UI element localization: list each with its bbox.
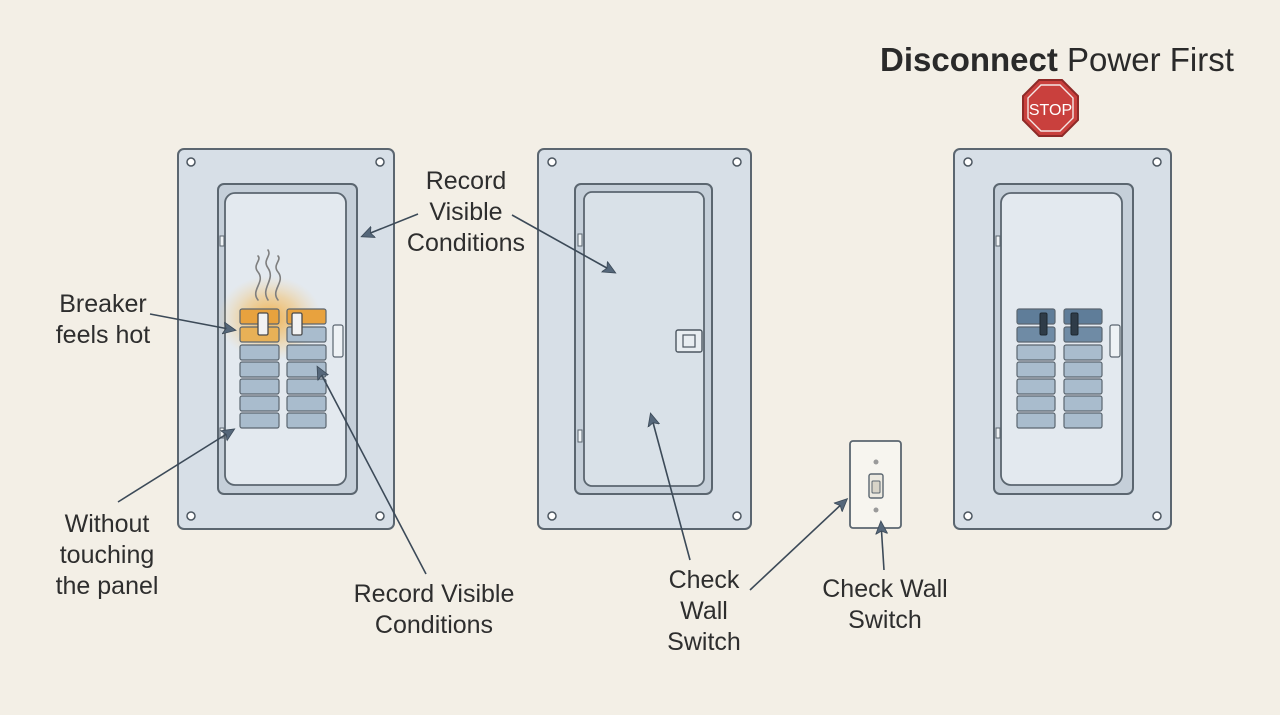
- breaker-toggles: [257, 312, 303, 336]
- breaker-column-left: [239, 308, 280, 429]
- arrow-icon: [881, 523, 884, 571]
- label-breaker-feels-hot: Breaker feels hot: [55, 290, 151, 349]
- stop-sign-icon: STOP: [1022, 79, 1079, 137]
- label-check-wall-switch-right: Check Wall Switch: [822, 575, 948, 634]
- heat-waves-icon: [254, 249, 282, 301]
- arrow-icon: [149, 313, 234, 330]
- label-check-wall-switch-left: Check Wall Switch: [667, 566, 741, 656]
- arrow-icon: [363, 213, 419, 236]
- callout-arrows: [117, 213, 884, 591]
- label-without-touching-panel: Without touching the panel: [55, 510, 159, 600]
- arrow-icon: [749, 500, 846, 591]
- stop-sign-text: STOP: [1029, 102, 1072, 119]
- breaker-column-right: [286, 308, 327, 429]
- arrow-icon: [318, 368, 427, 575]
- arrow-icon: [651, 415, 691, 561]
- wall-switch-icon: [849, 440, 902, 529]
- panel-closed: [537, 148, 752, 530]
- arrow-icon: [511, 214, 614, 272]
- title-bold: Disconnect: [880, 41, 1058, 78]
- panel-open-hot: [177, 148, 395, 530]
- label-record-visible-conditions-bottom: Record Visible Conditions: [353, 580, 515, 639]
- label-record-visible-conditions-top: Record Visible Conditions: [406, 167, 526, 257]
- arrow-icon: [117, 430, 233, 503]
- panel-latch: [675, 329, 703, 353]
- diagram-title: Disconnect Power First: [880, 40, 1234, 80]
- title-rest: Power First: [1067, 41, 1234, 78]
- panel-disconnected: [953, 148, 1172, 530]
